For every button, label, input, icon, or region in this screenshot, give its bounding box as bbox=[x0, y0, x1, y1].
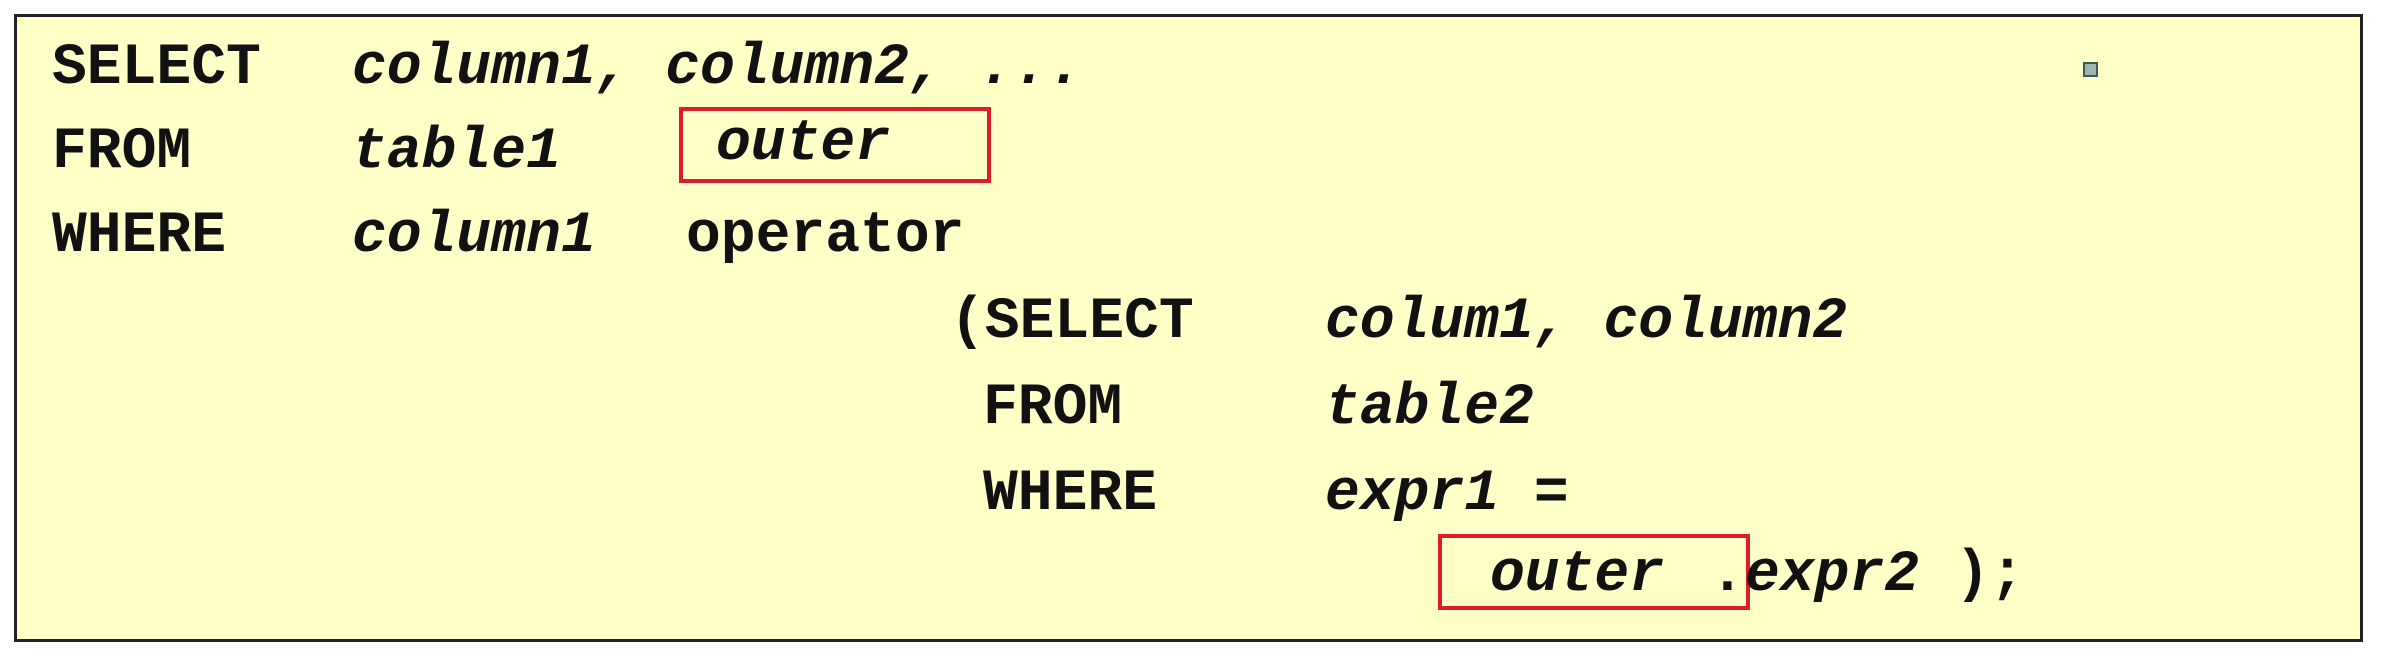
dot-separator: . bbox=[1710, 543, 1745, 608]
subquery-select-keyword: (SELECT bbox=[950, 290, 1194, 355]
subquery-from-table: table2 bbox=[1325, 376, 1534, 441]
select-keyword: SELECT bbox=[52, 36, 261, 101]
where-keyword: WHERE bbox=[52, 204, 227, 269]
operator-text: operator bbox=[686, 204, 965, 269]
outer-alias-highlight-box bbox=[679, 107, 991, 183]
outer-reference-highlight-box bbox=[1438, 534, 1750, 610]
outer-reference: outer bbox=[1490, 543, 1665, 608]
select-columns: column1, column2, ... bbox=[352, 36, 1083, 101]
where-column: column1 bbox=[352, 204, 596, 269]
bullet-square-icon bbox=[2083, 62, 2098, 77]
from-table: table1 bbox=[352, 120, 561, 185]
subquery-from-keyword: FROM bbox=[983, 376, 1123, 441]
outer-alias: outer bbox=[716, 112, 891, 177]
code-panel bbox=[14, 14, 2363, 642]
subquery-select-columns: colum1, column2 bbox=[1325, 290, 1848, 355]
subquery-where-expression: expr1 = bbox=[1325, 462, 1569, 527]
from-keyword: FROM bbox=[52, 120, 192, 185]
closing-paren-semicolon: ); bbox=[1955, 543, 2025, 608]
subquery-where-keyword: WHERE bbox=[983, 462, 1158, 527]
expr2-text: expr2 bbox=[1745, 543, 1920, 608]
